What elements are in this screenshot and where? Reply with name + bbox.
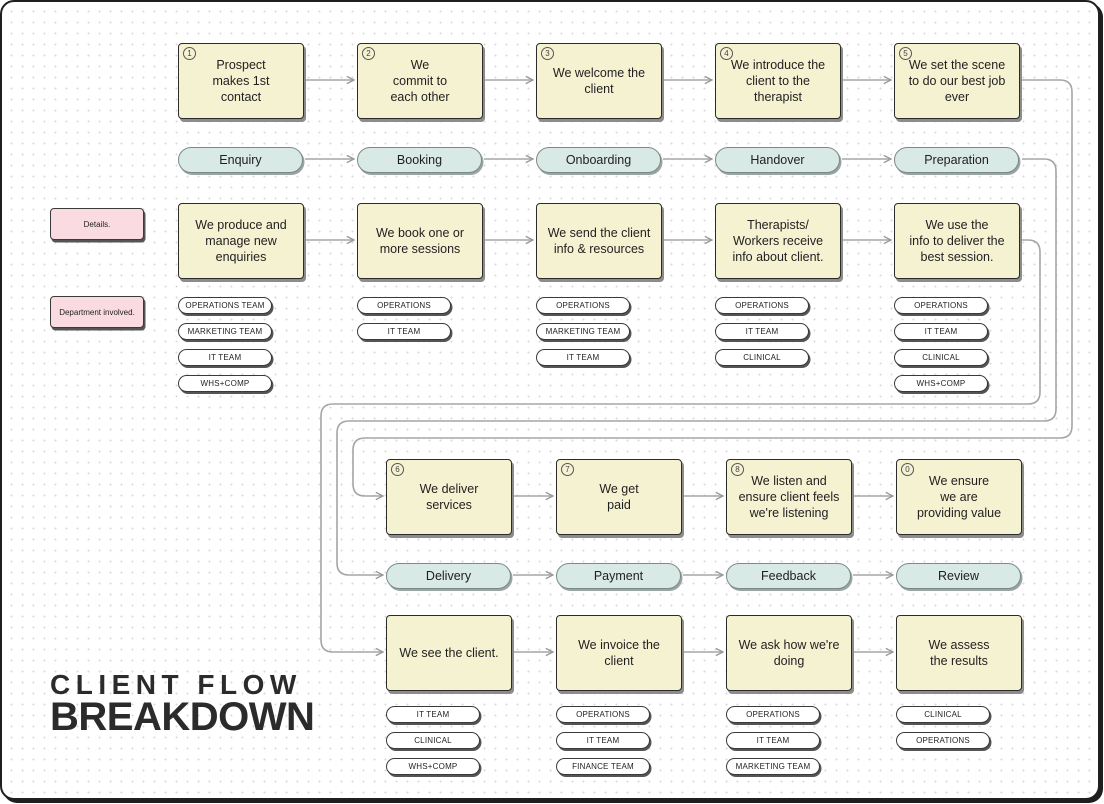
- department-tag: IT TEAM: [715, 323, 809, 340]
- detail-card-6[interactable]: We see the client.: [386, 615, 512, 691]
- step-card-6[interactable]: 6 We deliver services: [386, 459, 512, 535]
- step-text: We welcome the client: [552, 66, 646, 96]
- department-tag: WHS+COMP: [386, 758, 480, 775]
- stage-pill-enquiry[interactable]: Enquiry: [178, 147, 303, 173]
- step-number-badge: 3: [541, 47, 554, 60]
- department-tag: IT TEAM: [894, 323, 988, 340]
- step-card-2[interactable]: 2 We commit to each other: [357, 43, 483, 119]
- step-card-3[interactable]: 3 We welcome the client: [536, 43, 662, 119]
- detail-card-4[interactable]: Therapists/ Workers receive info about c…: [715, 203, 841, 279]
- department-tag: CLINICAL: [896, 706, 990, 723]
- stage-label: Feedback: [761, 569, 816, 583]
- detail-card-3[interactable]: We send the client info & resources: [536, 203, 662, 279]
- detail-text: Therapists/ Workers receive info about c…: [732, 218, 824, 264]
- detail-card-5[interactable]: We use the info to deliver the best sess…: [894, 203, 1020, 279]
- department-tag: OPERATIONS TEAM: [178, 297, 272, 314]
- department-tag: IT TEAM: [386, 706, 480, 723]
- step-number-badge: 1: [183, 47, 196, 60]
- department-tag: MARKETING TEAM: [178, 323, 272, 340]
- stage-label: Review: [938, 569, 979, 583]
- detail-card-2[interactable]: We book one or more sessions: [357, 203, 483, 279]
- department-tag: CLINICAL: [894, 349, 988, 366]
- step-number-badge: 7: [561, 463, 574, 476]
- step-text: We set the scene to do our best job ever: [908, 58, 1006, 104]
- step-text: We listen and ensure client feels we're …: [738, 474, 840, 520]
- title-line-2: BREAKDOWN: [50, 695, 315, 739]
- title-line-1: CLIENT FLOW: [50, 669, 302, 700]
- department-tag: IT TEAM: [178, 349, 272, 366]
- department-tag: CLINICAL: [715, 349, 809, 366]
- department-tag: WHS+COMP: [894, 375, 988, 392]
- department-tag: OPERATIONS: [556, 706, 650, 723]
- department-tag: MARKETING TEAM: [726, 758, 820, 775]
- detail-text: We send the client info & resources: [547, 226, 651, 256]
- step-text: We introduce the client to the therapist: [730, 58, 826, 104]
- detail-card-0[interactable]: We assess the results: [896, 615, 1022, 691]
- step-number-badge: 0: [901, 463, 914, 476]
- wrap-connector-steps: [352, 79, 1073, 496]
- stage-label: Payment: [593, 569, 644, 583]
- stage-pill-delivery[interactable]: Delivery: [386, 563, 511, 589]
- detail-text: We assess the results: [928, 638, 990, 668]
- stage-pill-preparation[interactable]: Preparation: [894, 147, 1019, 173]
- stage-label: Onboarding: [565, 153, 632, 167]
- department-tag: IT TEAM: [357, 323, 451, 340]
- department-tag: OPERATIONS: [536, 297, 630, 314]
- detail-text: We ask how we're doing: [738, 638, 840, 668]
- stage-pill-booking[interactable]: Booking: [357, 147, 482, 173]
- department-tag: OPERATIONS: [715, 297, 809, 314]
- stage-label: Booking: [396, 153, 443, 167]
- detail-text: We use the info to deliver the best sess…: [909, 218, 1005, 264]
- stage-pill-review[interactable]: Review: [896, 563, 1021, 589]
- legend-details-label: Details.: [83, 219, 111, 229]
- step-number-badge: 2: [362, 47, 375, 60]
- detail-card-8[interactable]: We ask how we're doing: [726, 615, 852, 691]
- department-tag: OPERATIONS: [357, 297, 451, 314]
- legend-details: Details.: [50, 208, 144, 240]
- stage-label: Preparation: [924, 153, 989, 167]
- step-number-badge: 6: [391, 463, 404, 476]
- department-tag: WHS+COMP: [178, 375, 272, 392]
- detail-text: We book one or more sessions: [375, 226, 465, 256]
- department-tag: IT TEAM: [556, 732, 650, 749]
- stage-pill-feedback[interactable]: Feedback: [726, 563, 851, 589]
- step-card-7[interactable]: 7 We get paid: [556, 459, 682, 535]
- stage-label: Enquiry: [219, 153, 262, 167]
- step-text: We get paid: [599, 482, 639, 512]
- department-tag: OPERATIONS: [726, 706, 820, 723]
- department-tag: MARKETING TEAM: [536, 323, 630, 340]
- step-number-badge: 4: [720, 47, 733, 60]
- step-number-badge: 8: [731, 463, 744, 476]
- detail-card-7[interactable]: We invoice the client: [556, 615, 682, 691]
- stage-pill-onboarding[interactable]: Onboarding: [536, 147, 661, 173]
- stage-label: Delivery: [425, 569, 472, 583]
- detail-card-1[interactable]: We produce and manage new enquiries: [178, 203, 304, 279]
- step-text: We ensure we are providing value: [916, 474, 1002, 520]
- stage-pill-handover[interactable]: Handover: [715, 147, 840, 173]
- department-tag: CLINICAL: [386, 732, 480, 749]
- stage-label: Handover: [750, 153, 805, 167]
- legend-departments: Department involved.: [50, 296, 144, 328]
- detail-text: We see the client.: [399, 646, 499, 660]
- department-tag: OPERATIONS: [894, 297, 988, 314]
- step-text: We commit to each other: [390, 58, 450, 104]
- department-tag: FINANCE TEAM: [556, 758, 650, 775]
- step-text: Prospect makes 1st contact: [212, 58, 270, 104]
- department-tag: IT TEAM: [536, 349, 630, 366]
- detail-text: We produce and manage new enquiries: [195, 218, 287, 264]
- stage-pill-payment[interactable]: Payment: [556, 563, 681, 589]
- department-tag: IT TEAM: [726, 732, 820, 749]
- department-tag: OPERATIONS: [896, 732, 990, 749]
- legend-departments-label: Department involved.: [59, 307, 135, 317]
- step-number-badge: 5: [899, 47, 912, 60]
- step-text: We deliver services: [419, 482, 479, 512]
- detail-text: We invoice the client: [578, 638, 660, 668]
